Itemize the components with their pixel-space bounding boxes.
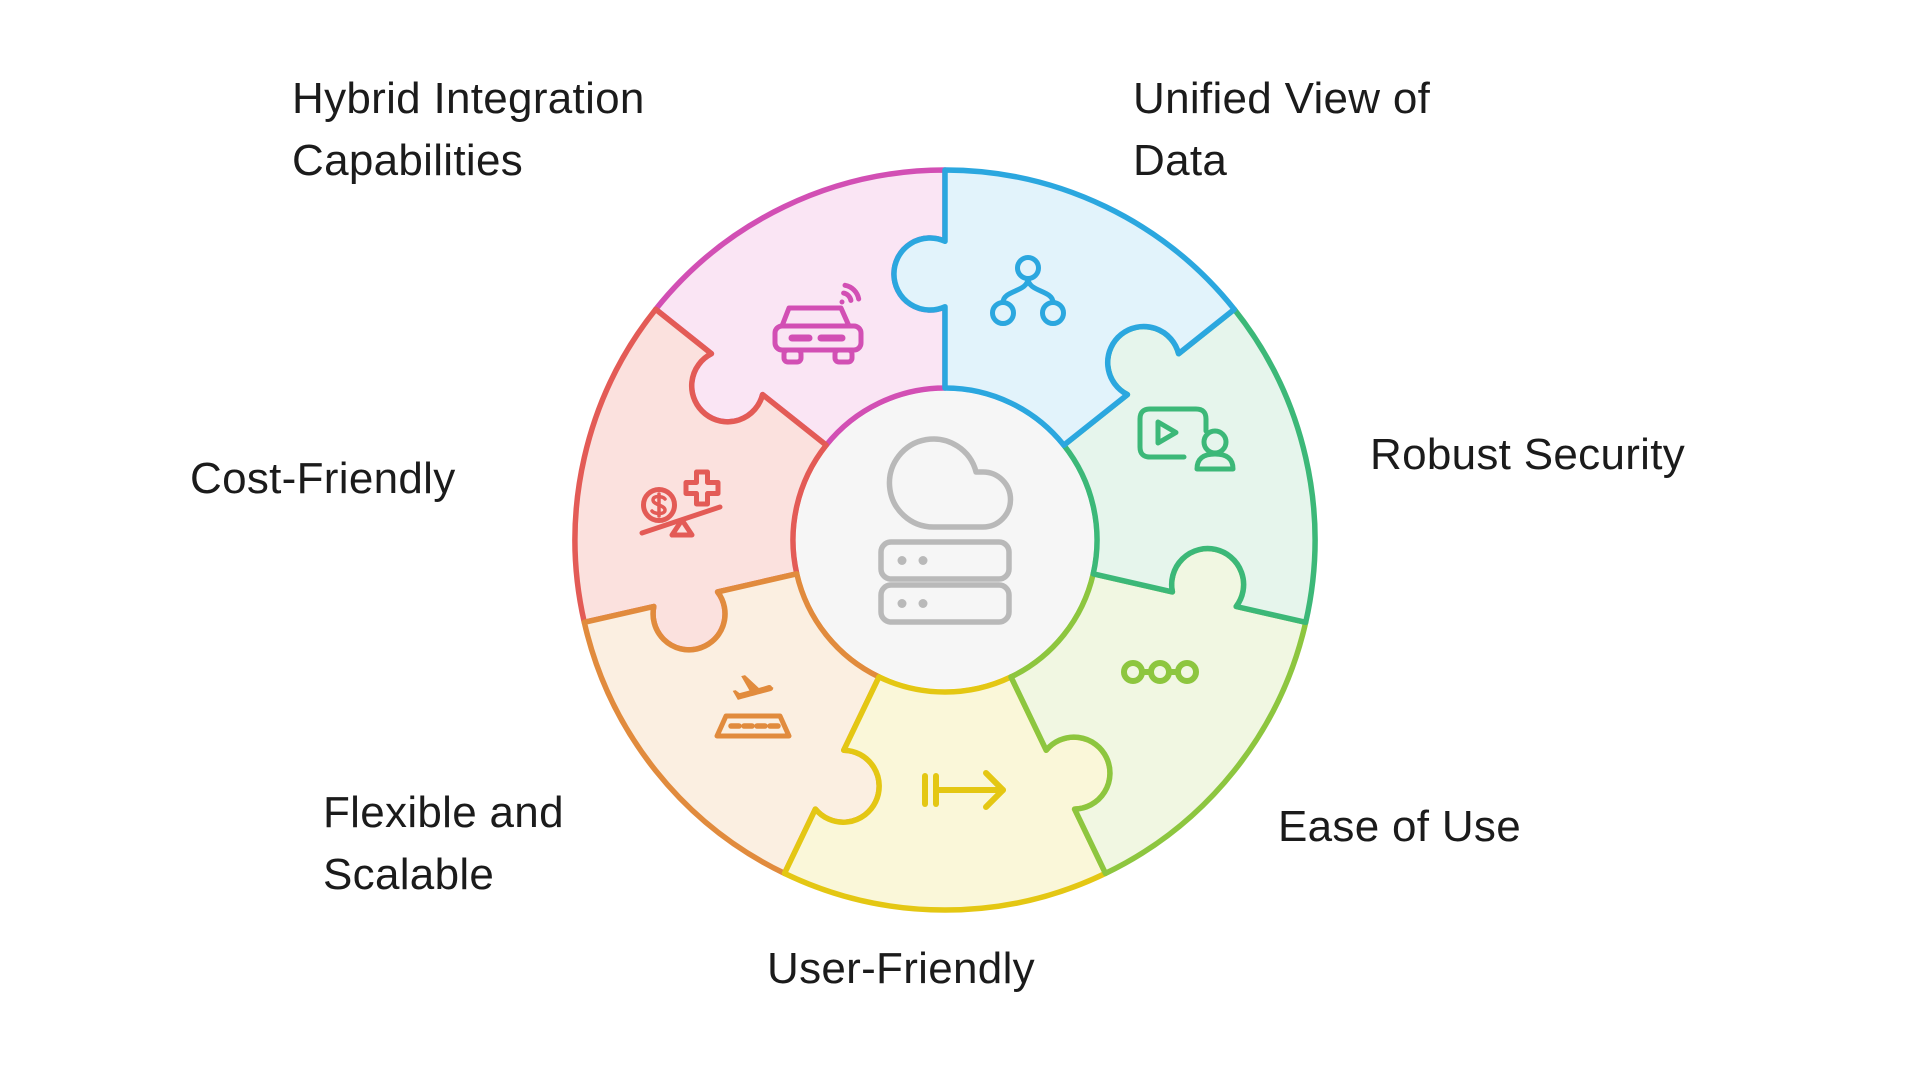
segment-label-ease-of-use: Ease of Use xyxy=(1278,802,1521,851)
segment-label-unified-view: Unified View of Data xyxy=(1133,74,1431,185)
linked-nodes-icon xyxy=(1121,660,1199,684)
segment-label-robust-security: Robust Security xyxy=(1370,430,1686,479)
server-stack-icon xyxy=(878,539,1012,625)
plane-takeoff-icon xyxy=(714,675,792,739)
tab-arrow-icon xyxy=(922,770,1006,810)
connected-car-icon xyxy=(772,282,864,365)
video-person-icon xyxy=(1137,406,1236,472)
network-tree-icon xyxy=(990,255,1066,326)
cost-balance-icon xyxy=(639,469,723,538)
segment-label-cost-friendly: Cost-Friendly xyxy=(190,454,456,503)
cloud-icon xyxy=(886,436,1014,530)
segment-label-hybrid-integration: Hybrid Integration Capabilities xyxy=(292,74,645,185)
segment-label-user-friendly: User-Friendly xyxy=(767,944,1035,993)
segment-label-flexible-scalable: Flexible and Scalable xyxy=(323,788,564,899)
